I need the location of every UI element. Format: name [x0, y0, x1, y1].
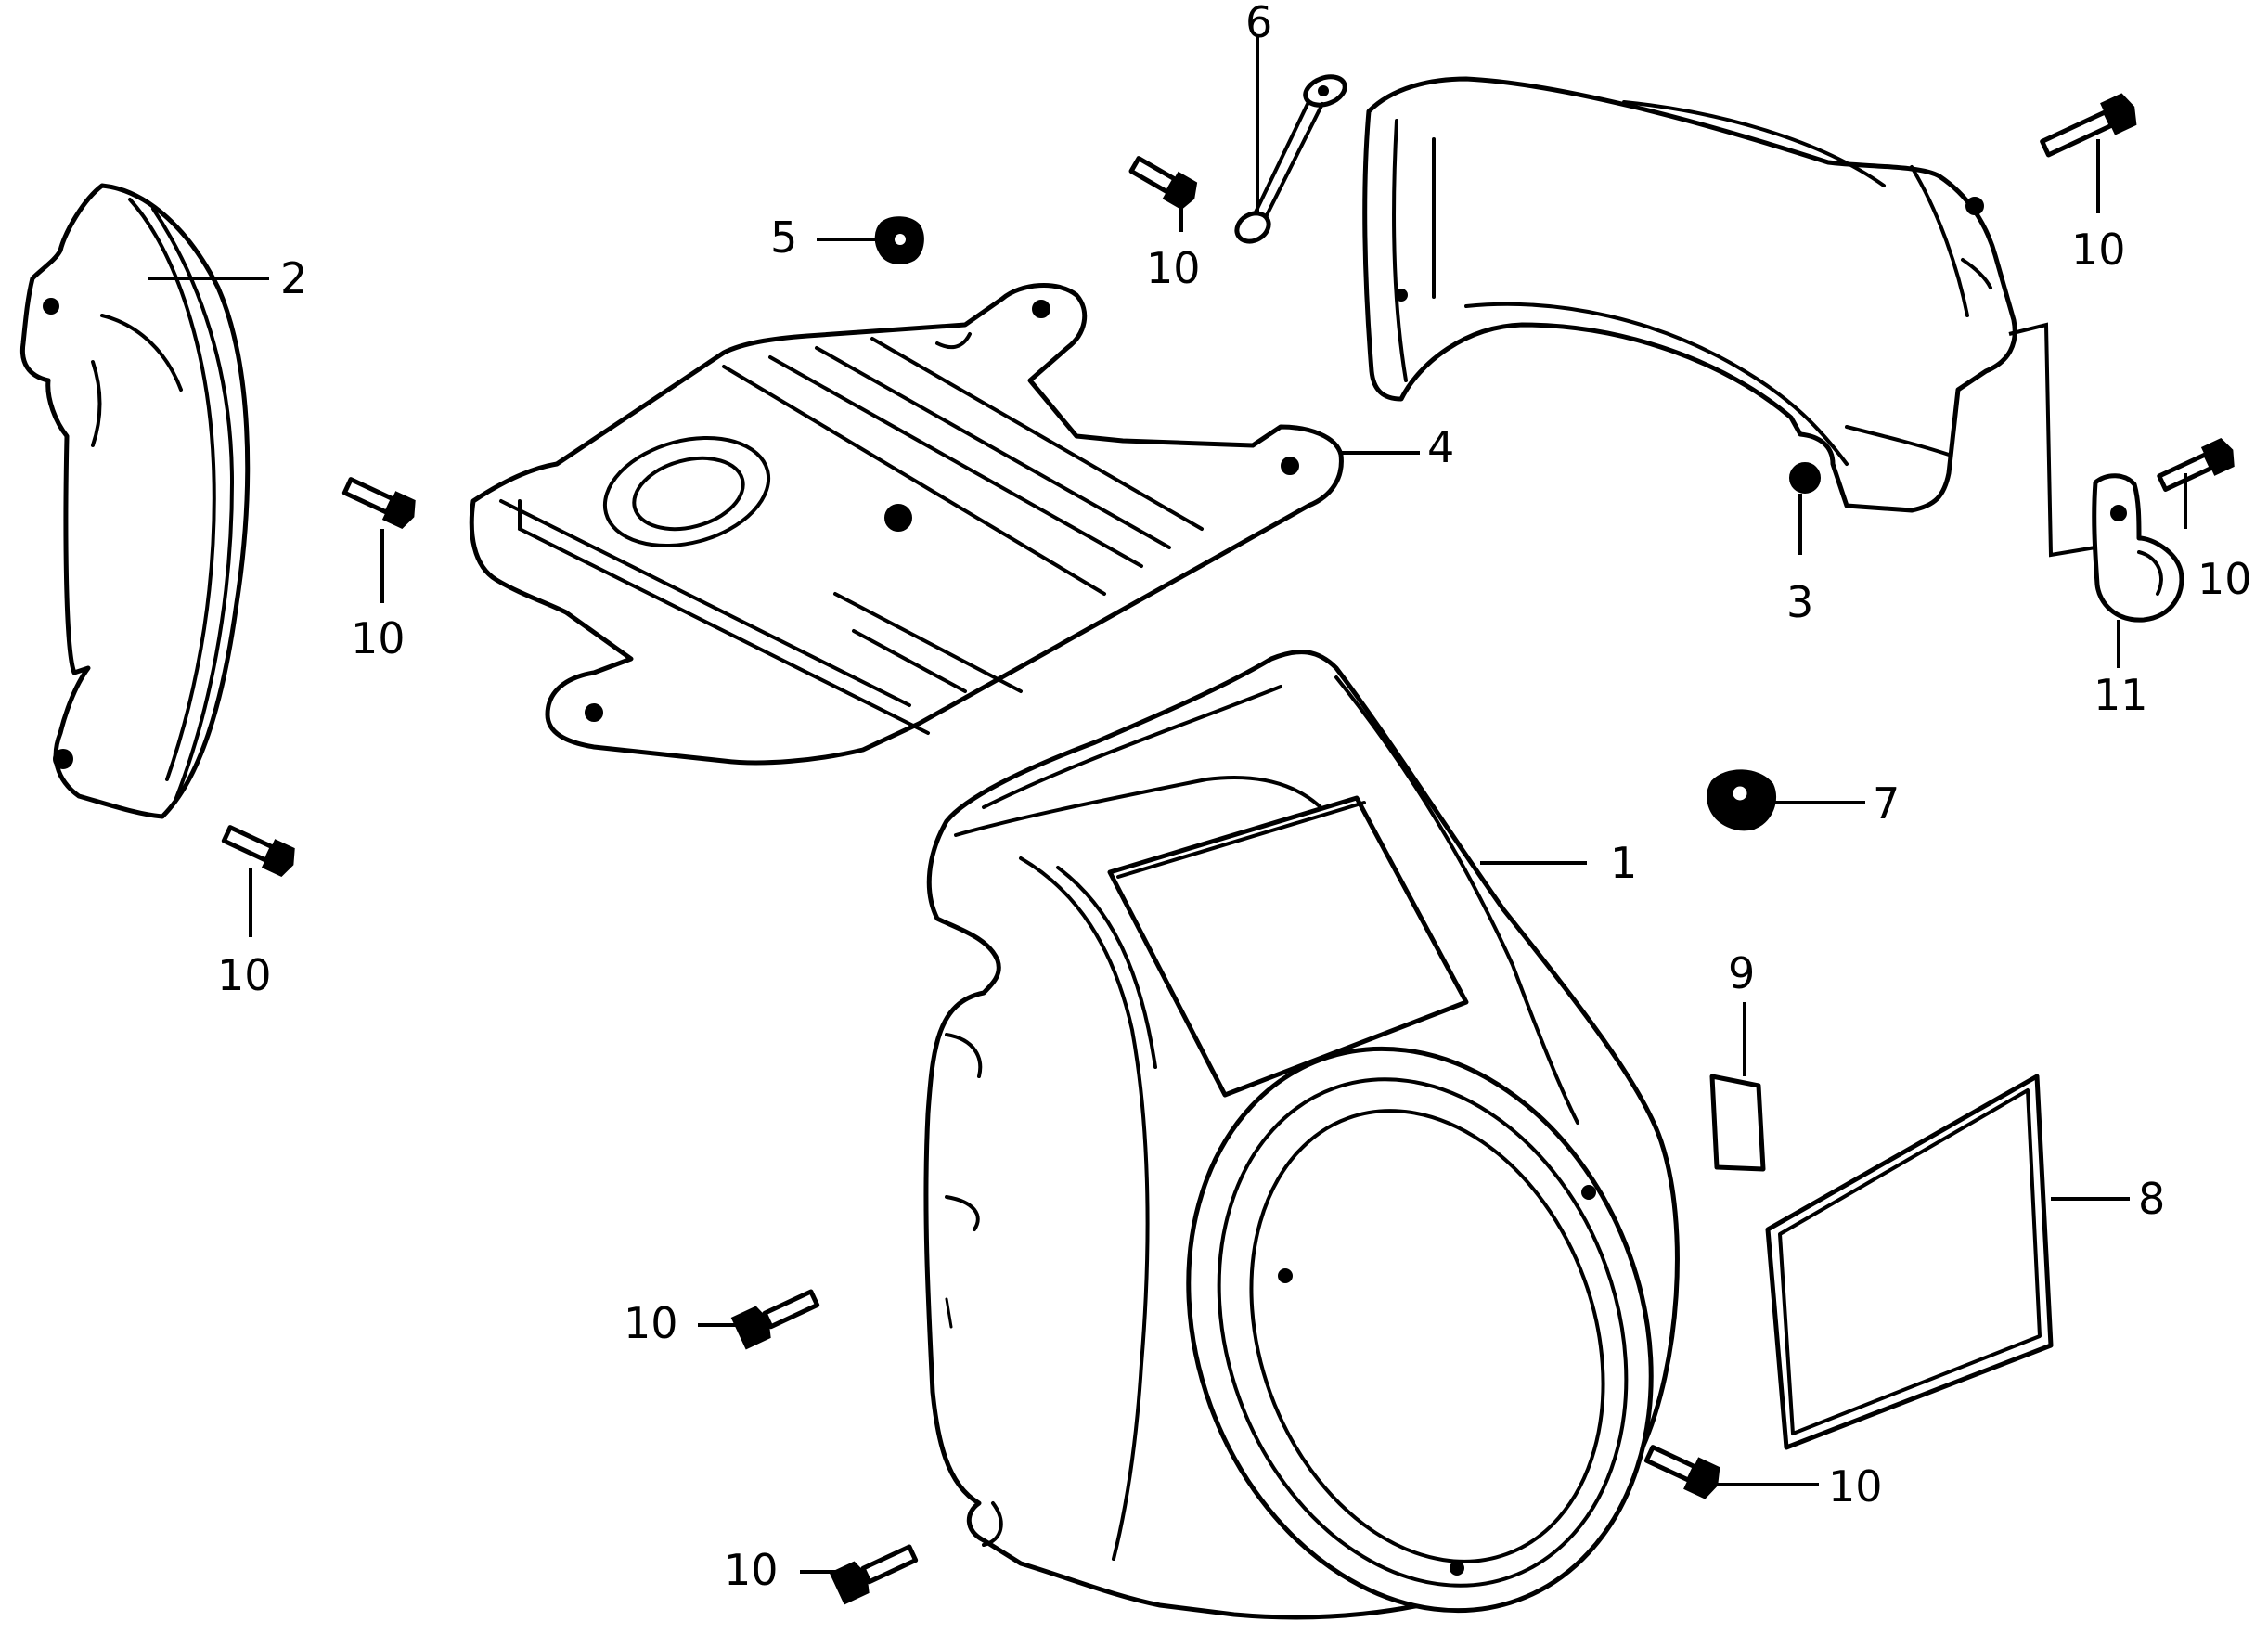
callout-11: 11 — [2094, 670, 2148, 720]
callout-10-shroud-bottom: 10 — [724, 1545, 779, 1595]
fan-shroud-part-1 — [923, 650, 1680, 1620]
clip-part-11 — [2092, 473, 2184, 623]
nut-part-5 — [874, 216, 924, 264]
callout-10-top-center: 10 — [1146, 243, 1201, 293]
callout-10-top-right: 10 — [2071, 225, 2126, 275]
grommet-part-7 — [1707, 769, 1777, 831]
callout-5: 5 — [770, 212, 797, 263]
callout-10-right-clip: 10 — [2197, 554, 2252, 604]
callout-2: 2 — [280, 253, 307, 303]
bolt-10-shroud-right — [1643, 1445, 1720, 1499]
callout-1: 1 — [1610, 838, 1637, 888]
label-part-9 — [1709, 1074, 1766, 1172]
bolt-10-left-bottom — [221, 825, 295, 877]
leader-lines — [148, 37, 2187, 1574]
callout-7: 7 — [1873, 778, 1900, 829]
bolt-10-right-clip — [2157, 438, 2235, 492]
bolt-10-left-mid — [341, 477, 416, 529]
clip-bracket-line — [2008, 322, 2096, 558]
wire-part-6 — [1234, 74, 1347, 244]
rear-cover-part-3 — [1362, 76, 2017, 513]
callout-10-left-bottom: 10 — [217, 950, 272, 1000]
side-shroud-part-2 — [19, 183, 251, 819]
callout-4: 4 — [1427, 422, 1454, 472]
callout-10-left-mid: 10 — [351, 613, 406, 663]
callout-10-shroud-left: 10 — [624, 1298, 678, 1348]
callout-6: 6 — [1245, 0, 1272, 47]
callout-labels: 1 2 3 4 5 6 7 8 9 11 10 10 10 10 10 10 1… — [217, 0, 2252, 1595]
gasket-part-8 — [1765, 1074, 2054, 1450]
callout-9: 9 — [1728, 948, 1755, 998]
bolt-10-shroud-left — [730, 1289, 820, 1350]
callout-3: 3 — [1786, 577, 1813, 627]
callout-8: 8 — [2138, 1174, 2165, 1224]
top-plate-part-4 — [469, 283, 1344, 766]
callout-10-shroud-right: 10 — [1828, 1461, 1883, 1512]
bolt-10-top-right — [2040, 93, 2137, 158]
bolt-10-top-center — [1128, 156, 1198, 211]
